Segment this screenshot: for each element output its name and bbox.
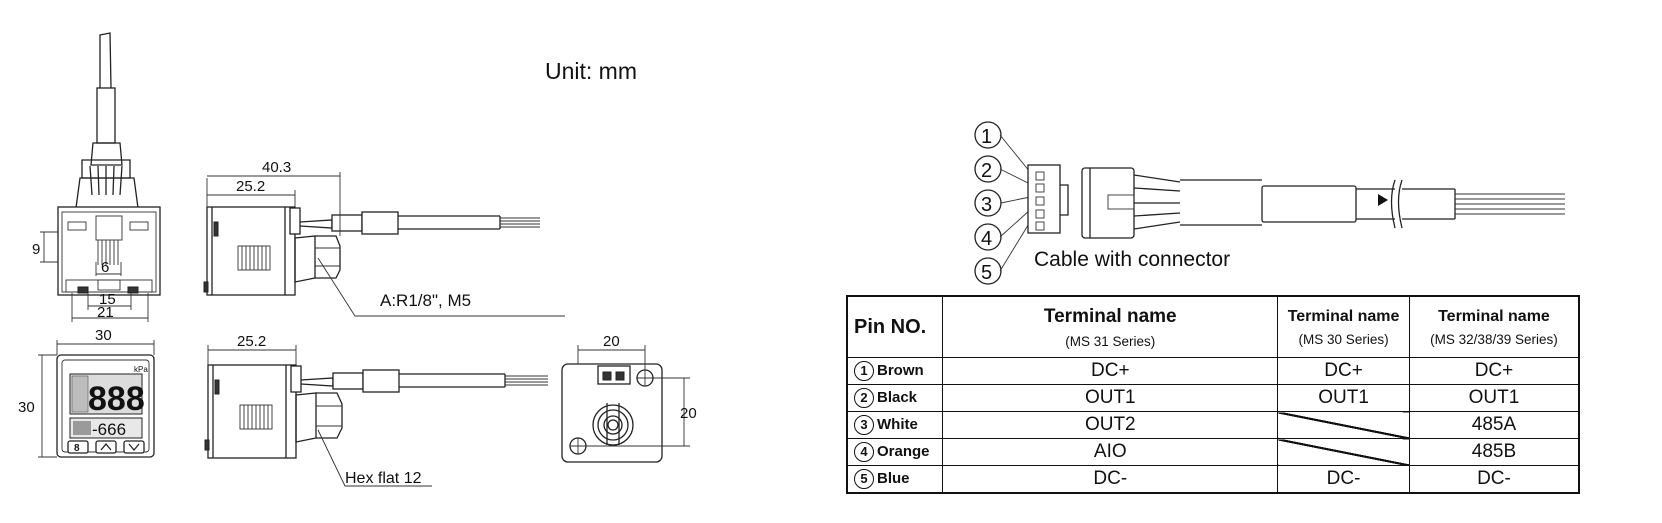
svg-text:Cable with connector: Cable with connector xyxy=(1034,248,1230,271)
back-view: 20 20 xyxy=(561,333,697,463)
svg-text:3: 3 xyxy=(981,194,992,216)
not-applicable-cell xyxy=(1277,438,1410,466)
svg-text:4: 4 xyxy=(981,228,992,250)
svg-text:1: 1 xyxy=(981,126,992,148)
svg-text:30: 30 xyxy=(18,399,35,416)
header-pin-no: Pin NO. xyxy=(846,295,944,358)
not-applicable-cell xyxy=(1277,411,1410,439)
svg-text:21: 21 xyxy=(97,304,114,321)
pin-table: Pin NO. Terminal name (MS 31 Series) Ter… xyxy=(846,295,1580,494)
svg-text:20: 20 xyxy=(680,405,697,422)
svg-text:40.3: 40.3 xyxy=(262,159,291,176)
svg-text:kPa: kPa xyxy=(134,365,148,374)
unit-label: Unit: mm xyxy=(545,58,637,84)
top-view: 9 6 15 21 xyxy=(32,32,161,322)
header-ms32: Terminal name (MS 32/38/39 Series) xyxy=(1408,295,1580,358)
svg-text:8: 8 xyxy=(74,443,80,454)
connector-drawing: 1 2 3 4 5 Cable with connector xyxy=(974,121,1565,285)
svg-text:25.2: 25.2 xyxy=(237,333,266,350)
front-view: kPa 888 -666 8 30 30 xyxy=(18,327,155,458)
svg-text:Hex flat 12: Hex flat 12 xyxy=(345,470,422,487)
svg-text:30: 30 xyxy=(95,327,112,344)
side-view-lower: 25.2 Hex flat 12 xyxy=(204,333,548,487)
svg-text:A:R1/8", M5: A:R1/8", M5 xyxy=(380,291,471,310)
svg-text:25.2: 25.2 xyxy=(236,178,265,195)
side-view-upper: 40.3 25.2 A:R1/8", M5 xyxy=(203,159,565,317)
svg-text:5: 5 xyxy=(981,262,992,284)
svg-text:20: 20 xyxy=(603,333,620,350)
svg-text:9: 9 xyxy=(32,241,40,258)
svg-text:15: 15 xyxy=(99,291,116,308)
header-ms30: Terminal name (MS 30 Series) xyxy=(1277,295,1410,358)
svg-text:888: 888 xyxy=(88,380,145,418)
svg-text:-666: -666 xyxy=(92,420,126,439)
header-ms31: Terminal name (MS 31 Series) xyxy=(942,295,1279,358)
table-header-row: Pin NO. Terminal name (MS 31 Series) Ter… xyxy=(846,295,1580,358)
svg-text:6: 6 xyxy=(101,259,109,276)
svg-text:2: 2 xyxy=(981,160,992,182)
